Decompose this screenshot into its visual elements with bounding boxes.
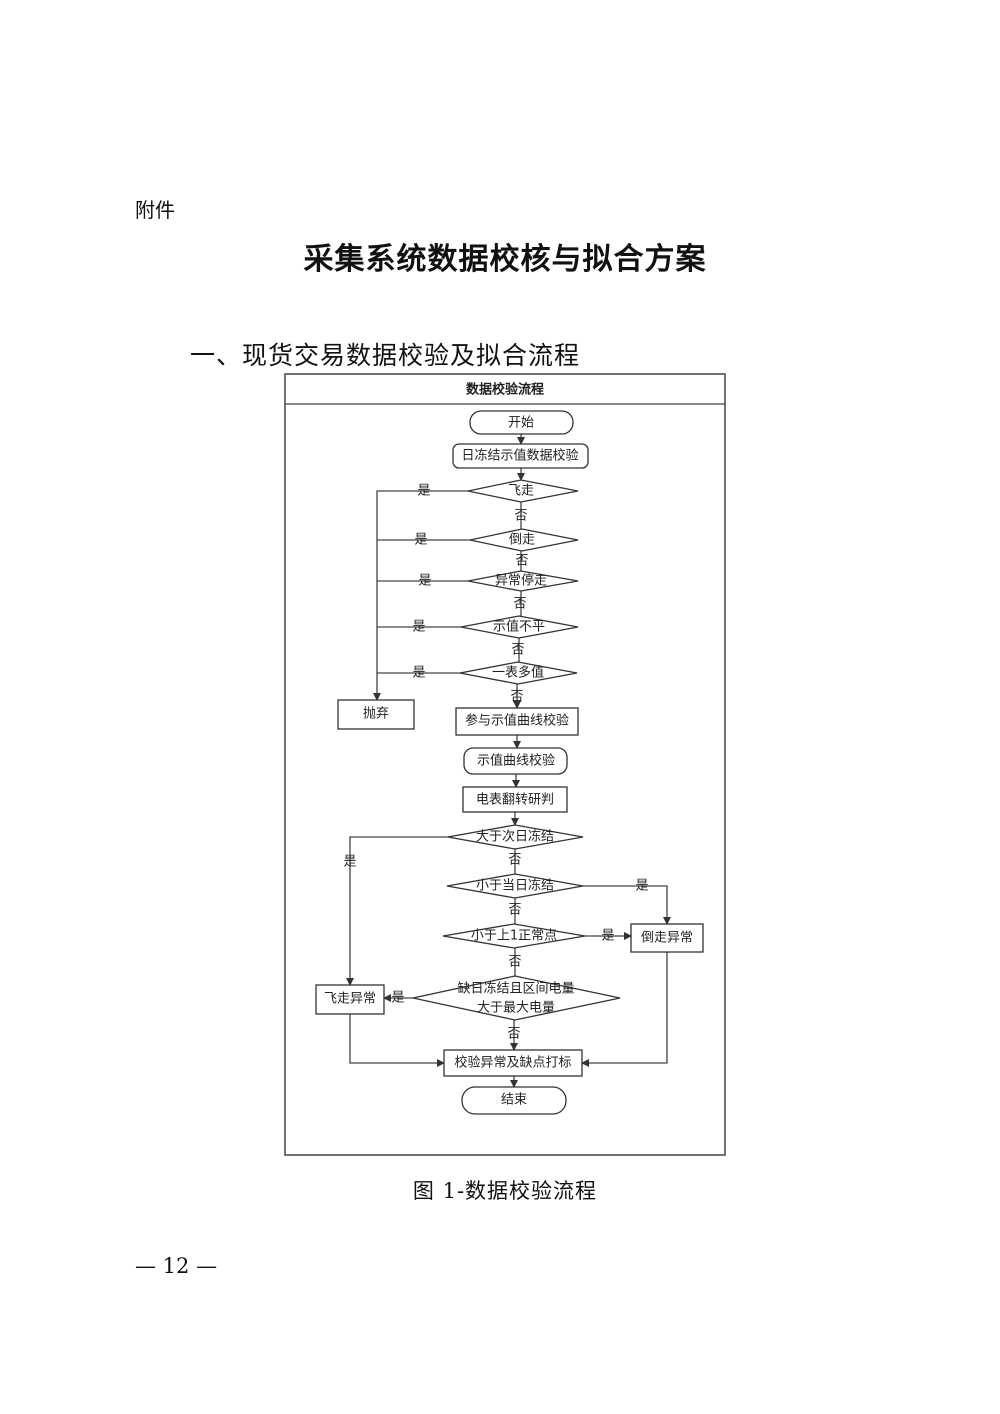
fly-abnormal-node xyxy=(315,984,385,1015)
reverse-abnormal-node xyxy=(630,923,704,953)
flowchart-frame xyxy=(284,373,726,1156)
decision-missing xyxy=(412,975,621,1021)
yes-label: 是 xyxy=(391,991,404,1006)
decision-lt-today-label: 小于当日冻结 xyxy=(476,878,554,894)
fly-abnormal-label: 飞走异常 xyxy=(324,992,376,1007)
discard-node xyxy=(337,699,415,730)
no-label: 否 xyxy=(510,690,523,705)
end-node xyxy=(461,1086,567,1115)
decision-reverse xyxy=(469,528,579,552)
connector xyxy=(581,952,668,1067)
no-label: 否 xyxy=(515,554,528,569)
document-title: 采集系统数据校核与拟合方案 xyxy=(303,242,707,277)
curve-check-node xyxy=(463,747,568,775)
decision-gt-next xyxy=(447,824,584,850)
decision-unbalanced-label: 示值不平 xyxy=(493,619,545,635)
decision-missing-label-2: 大于最大电量 xyxy=(477,1001,555,1016)
decision-fly xyxy=(467,479,579,503)
start-node xyxy=(469,410,574,435)
yes-label: 是 xyxy=(635,879,648,894)
no-label: 否 xyxy=(511,643,524,658)
no-label: 否 xyxy=(508,903,521,918)
no-label: 否 xyxy=(508,853,521,868)
figure-caption: 图 1-数据校验流程 xyxy=(412,1179,598,1203)
flip-label: 电表翻转研判 xyxy=(476,793,554,808)
no-label: 否 xyxy=(514,509,527,524)
connector xyxy=(349,1014,445,1067)
flowchart-title: 数据校验流程 xyxy=(466,382,544,398)
decision-gt-next-label: 大于次日冻结 xyxy=(476,829,554,845)
yes-label: 是 xyxy=(414,533,427,548)
section-heading: 一、现货交易数据校验及拟合流程 xyxy=(190,341,581,370)
decision-lt-prev-label: 小于上1正常点 xyxy=(471,929,557,944)
discard-label: 抛弃 xyxy=(363,707,389,722)
yes-label: 是 xyxy=(343,855,356,870)
end-label: 结束 xyxy=(501,1093,527,1108)
decision-lt-prev xyxy=(442,923,586,949)
yes-label: 是 xyxy=(412,666,425,681)
decision-unbalanced xyxy=(460,615,579,639)
flip-node xyxy=(462,786,568,813)
decision-stop xyxy=(467,570,579,592)
daily-check-label: 日冻结示值数据校验 xyxy=(461,448,578,464)
connector xyxy=(346,836,448,986)
daily-check-node xyxy=(452,443,589,469)
no-label: 否 xyxy=(508,955,521,970)
decision-reverse-label: 倒走 xyxy=(509,533,535,548)
decision-lt-today xyxy=(446,873,584,899)
connector xyxy=(583,885,671,925)
decision-multi-label: 一表多值 xyxy=(492,665,544,681)
decision-stop-label: 异常停走 xyxy=(495,573,547,589)
mark-label: 校验异常及缺点打标 xyxy=(454,1055,571,1071)
decision-fly-label: 飞走 xyxy=(508,484,534,499)
curve-check-label: 示值曲线校验 xyxy=(477,753,555,769)
yes-label: 是 xyxy=(417,484,430,499)
no-label: 否 xyxy=(507,1027,520,1042)
connector xyxy=(373,490,468,701)
yes-label: 是 xyxy=(412,620,425,635)
participate-label: 参与示值曲线校验 xyxy=(465,713,569,729)
reverse-abnormal-label: 倒走异常 xyxy=(641,931,693,946)
page-number: — 12 — xyxy=(135,1254,218,1278)
start-label: 开始 xyxy=(508,416,534,431)
decision-missing-label-1: 缺日冻结且区间电量 xyxy=(457,981,574,997)
yes-label: 是 xyxy=(601,929,614,944)
yes-label: 是 xyxy=(418,574,431,589)
mark-node xyxy=(443,1049,583,1077)
attachment-label: 附件 xyxy=(135,198,175,222)
no-label: 否 xyxy=(513,597,526,612)
participate-node xyxy=(455,707,579,736)
decision-multi xyxy=(459,661,578,685)
